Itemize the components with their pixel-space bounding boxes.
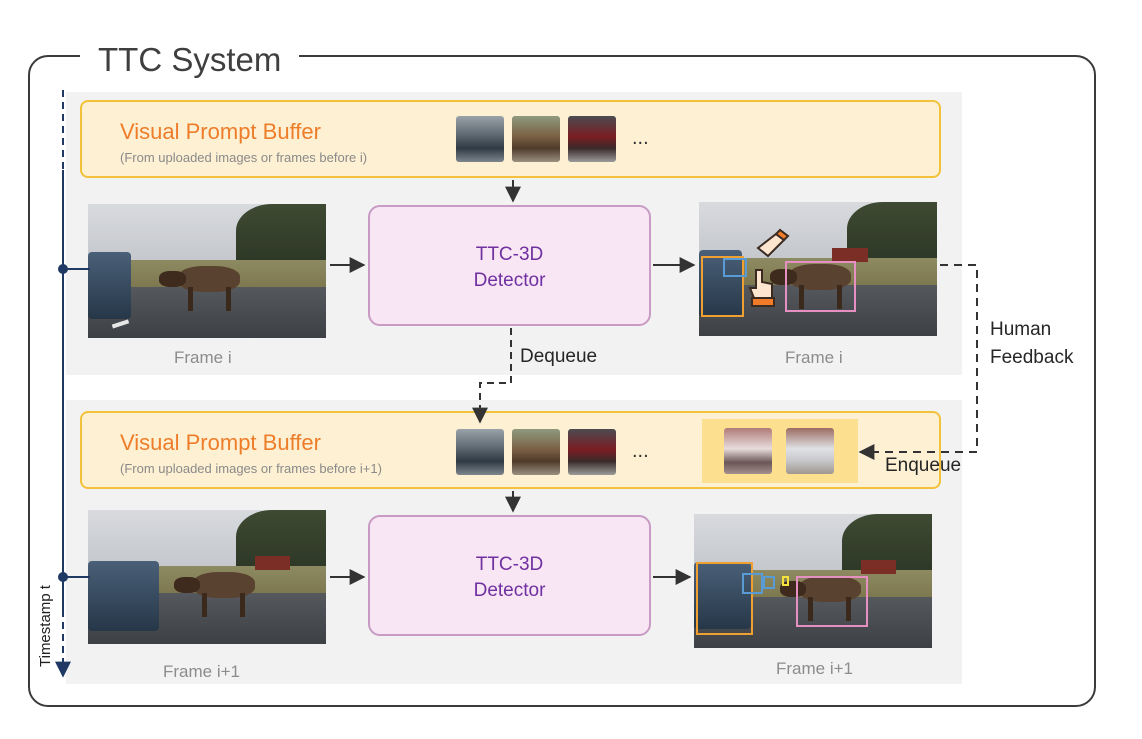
top-detector: TTC-3D Detector [368, 205, 651, 326]
bbox-car-2 [763, 575, 775, 590]
dequeue-arrow [472, 328, 512, 424]
bottom-detector-label-2: Detector [473, 580, 546, 601]
bottom-detector: TTC-3D Detector [368, 515, 651, 636]
enqueue-label: Enqueue [885, 455, 962, 476]
enqueued-thumb-car-1 [724, 428, 772, 474]
dequeue-label: Dequeue [520, 346, 598, 367]
top-input-caption: Frame i [174, 348, 232, 367]
top-buffer-ellipsis: ... [632, 127, 649, 149]
top-buffer-subtitle: (From uploaded images or frames before i… [120, 150, 368, 165]
human-feedback-label-1: Human [990, 319, 1052, 340]
bottom-visual-prompt-buffer: Visual Prompt Buffer (From uploaded imag… [80, 411, 941, 489]
top-visual-prompt-buffer: Visual Prompt Buffer (From uploaded imag… [80, 100, 941, 178]
enqueued-thumb-car-2 [786, 428, 834, 474]
hand-tap-icon [744, 268, 778, 308]
prompt-thumb-red-truck [568, 116, 616, 162]
top-output-caption: Frame i [785, 348, 843, 367]
human-feedback-arrow [858, 264, 978, 460]
timeline-arrow [55, 90, 90, 678]
top-input-frame [88, 204, 326, 338]
ttc-system-container [28, 55, 1096, 707]
bbox-car-3 [782, 575, 790, 587]
bottom-buffer-subtitle: (From uploaded images or frames before i… [120, 461, 382, 476]
enqueued-prompts-area [702, 419, 858, 483]
human-feedback-label-2: Feedback [990, 347, 1074, 368]
prompt-thumb-truck [456, 429, 504, 475]
bbox-car-1 [741, 572, 763, 595]
hand-pointer-icon [754, 228, 790, 264]
top-output-frame [699, 202, 937, 336]
top-buffer-title: Visual Prompt Buffer [120, 119, 321, 144]
top-detector-label-2: Detector [473, 270, 546, 291]
bottom-detector-label-1: TTC-3D [475, 554, 544, 575]
bottom-input-frame [88, 510, 326, 644]
bbox-truck [696, 562, 754, 635]
system-title: TTC System [80, 40, 300, 80]
prompt-thumb-truck [456, 116, 504, 162]
bottom-buffer-title: Visual Prompt Buffer [120, 430, 321, 455]
bottom-buffer-ellipsis: ... [632, 440, 649, 462]
bbox-truck [701, 255, 745, 318]
prompt-thumb-elk [512, 429, 560, 475]
prompt-thumb-red-truck [568, 429, 616, 475]
prompt-thumb-elk [512, 116, 560, 162]
bottom-input-caption: Frame i+1 [163, 662, 240, 681]
bottom-output-caption: Frame i+1 [776, 659, 853, 678]
top-detector-label-1: TTC-3D [475, 244, 544, 265]
bottom-output-frame [694, 514, 932, 648]
bbox-elk [796, 575, 868, 627]
bbox-car [722, 258, 747, 278]
bbox-elk [784, 260, 857, 312]
